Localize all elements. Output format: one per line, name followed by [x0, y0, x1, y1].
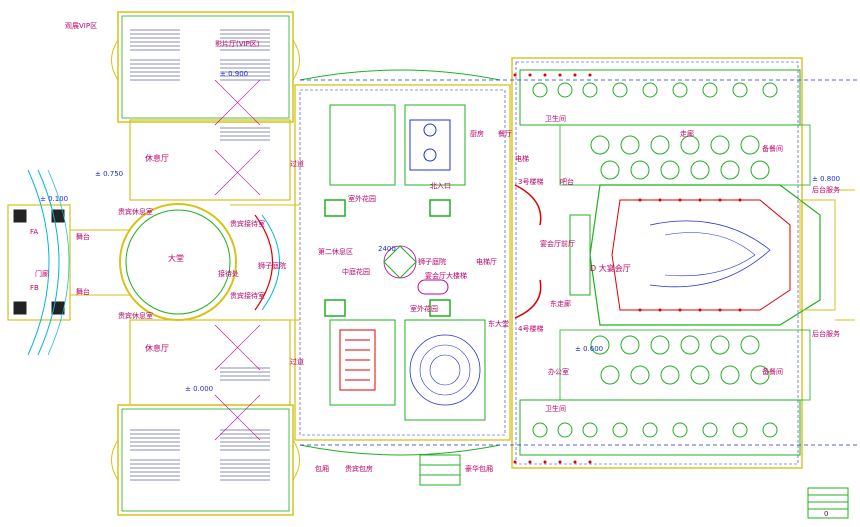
label-service-right-bottom: 后台服务: [812, 330, 840, 338]
label-service-right-top: 后台服务: [812, 186, 840, 194]
label-elevator: 电梯: [515, 155, 529, 163]
label-office: 办公室: [548, 368, 569, 376]
label-pantry-bottom: 备餐间: [762, 368, 783, 376]
label-stair-4: 4号楼梯: [518, 325, 544, 333]
label-lounge-top: 贵宾休息室: [118, 208, 153, 216]
banquet-tables: [532, 82, 778, 438]
label-corridor-east: 东走廊: [550, 300, 571, 308]
elev-mark-6: 2400: [378, 245, 396, 253]
label-rest-hall-bottom: 休息厅: [145, 344, 169, 353]
label-bar: 吧台: [560, 178, 574, 186]
seating-blocks: [130, 29, 270, 481]
left-porch: [7, 169, 100, 356]
label-corridor-mid: 过道: [290, 160, 304, 168]
left-wing: [111, 11, 300, 516]
label-fb: FB: [30, 284, 39, 292]
label-garden-bottom: 室外花园: [410, 305, 438, 313]
elev-mark-3: ± 0.100: [40, 195, 69, 203]
label-lounge-bottom: 贵宾休息室: [118, 312, 153, 320]
perimeter-lines: [300, 79, 860, 446]
label-private-room: 包厢: [315, 465, 329, 473]
label-main-banquet: D 大宴会厅: [590, 264, 631, 273]
label-theatre-top: 影片厅(VIP区): [215, 40, 260, 48]
label-pantry-top: 备餐间: [762, 145, 783, 153]
chair-markers: [513, 73, 742, 464]
elev-mark-5: ± 0.600: [575, 345, 604, 353]
label-grand-stair: 宴会厅大楼梯: [425, 272, 467, 280]
elev-mark-2: ± 0.750: [95, 170, 124, 178]
elev-mark-7: ± 0.800: [812, 175, 841, 183]
label-kitchen: 厨房: [470, 130, 484, 138]
label-vip-room-top: 贵宾接待室: [230, 220, 265, 228]
central-block: [294, 69, 511, 456]
rotunda: [100, 203, 300, 321]
label-reception: 接待处: [218, 270, 239, 278]
label-lift-lobby: 电梯厅: [476, 258, 497, 266]
label-stage-left: 舞台: [76, 233, 90, 241]
label-vip-room-bottom: 贵宾接待室: [230, 292, 265, 300]
label-banquet-prefunction: 宴会厅前厅: [540, 240, 575, 248]
label-garden-top: 室外花园: [348, 195, 376, 203]
label-dining-top: 餐厅: [498, 130, 512, 138]
label-central-garden: 中庭花园: [342, 268, 370, 276]
label-lobby: 大堂: [168, 254, 184, 263]
label-stage-left2: 舞台: [76, 288, 90, 296]
label-gate: 门廊: [35, 270, 49, 278]
scale-mark: 0: [824, 510, 829, 518]
label-private-room2: 豪华包厢: [465, 465, 493, 473]
label-stair-3: 3号楼梯: [518, 178, 544, 186]
label-fa: FA: [30, 228, 39, 236]
label-east-lobby: 东大堂: [488, 320, 509, 328]
label-washroom-bottom: 卫生间: [545, 405, 566, 413]
label-corridor-mid2: 过道: [290, 358, 304, 366]
label-second-hall: 第二休息区: [318, 248, 353, 256]
elev-mark-1: ± 0.900: [220, 70, 249, 78]
label-rest-hall-top: 休息厅: [145, 154, 169, 163]
scale-bar: [807, 487, 849, 519]
banquet-block: [511, 57, 855, 469]
label-vip-suite: 贵宾包房: [345, 465, 373, 473]
label-lion-court: 狮子庭院: [418, 258, 446, 266]
legend-box: [419, 454, 461, 486]
label-north-entry: 北入口: [430, 182, 451, 190]
label-washroom-top: 卫生间: [545, 115, 566, 123]
elev-mark-4: ± 0.000: [185, 385, 214, 393]
label-corridor-top: 走廊: [680, 130, 694, 138]
label-vip-top: 观展VIP区: [65, 22, 98, 30]
label-lion-court2: 狮子庭院: [258, 262, 286, 270]
